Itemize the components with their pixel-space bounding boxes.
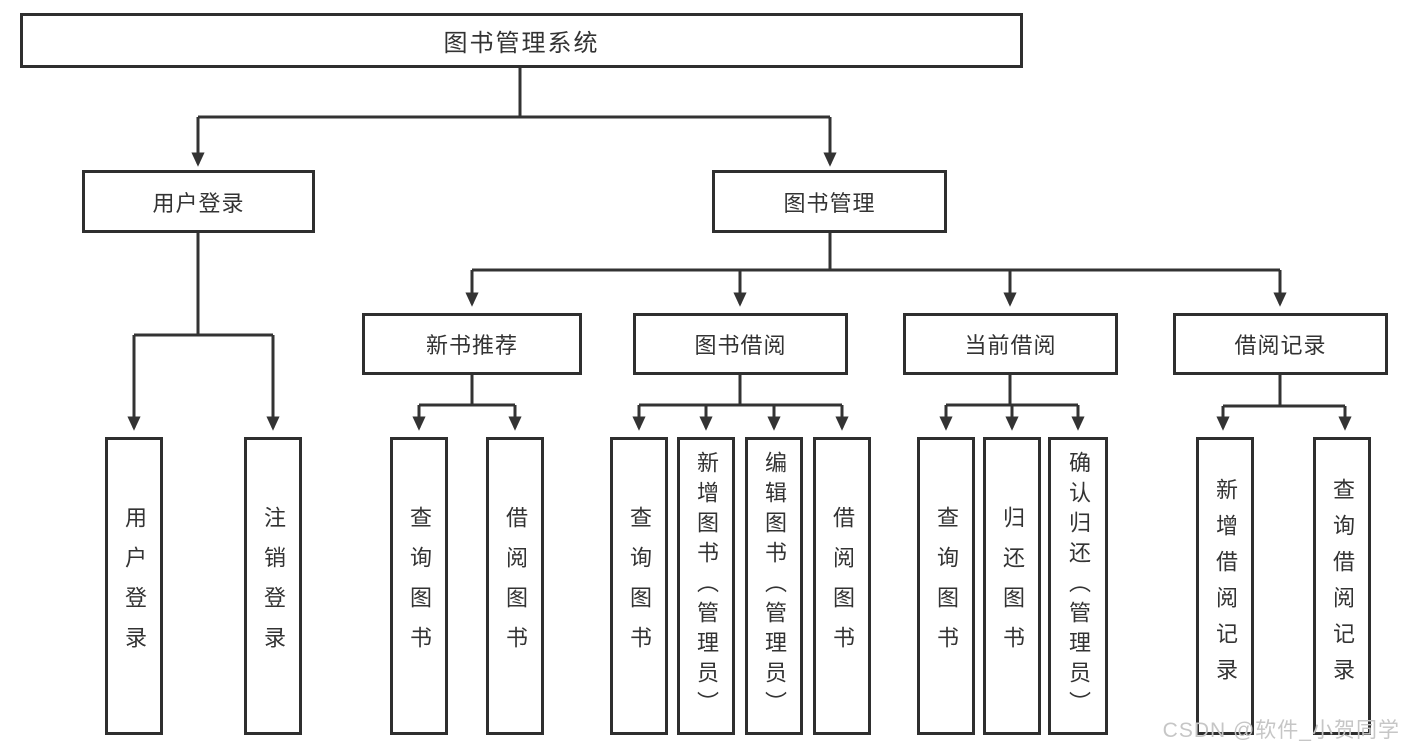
node-borrowing-records: 借阅记录	[1173, 313, 1388, 375]
leaf-query-books-current-label: 查询图书	[934, 506, 959, 666]
leaf-add-borrow-record-label: 新增借阅记录	[1213, 478, 1238, 694]
watermark: CSDN @软件_小贺同学	[1162, 719, 1400, 742]
leaf-query-books-recommend-label: 查询图书	[407, 506, 432, 666]
node-root: 图书管理系统	[20, 13, 1023, 68]
leaf-add-books-admin: 新增图书（管理员）	[677, 437, 735, 735]
leaf-query-books-recommend: 查询图书	[390, 437, 448, 735]
leaf-confirm-return-admin-label: 确认归还（管理员）	[1066, 451, 1091, 721]
node-book-borrowing-label: 图书借阅	[694, 333, 787, 358]
node-user-login-label: 用户登录	[152, 190, 245, 216]
leaf-borrow-books-label: 借阅图书	[830, 506, 855, 666]
node-user-login: 用户登录	[82, 170, 315, 233]
node-current-borrowing: 当前借阅	[903, 313, 1118, 375]
node-book-management: 图书管理	[712, 170, 947, 233]
leaf-logout-label: 注销登录	[261, 506, 286, 666]
leaf-query-books-borrow-label: 查询图书	[627, 506, 652, 666]
leaf-user-login: 用户登录	[105, 437, 163, 735]
leaf-query-books-borrow: 查询图书	[610, 437, 668, 735]
leaf-return-books-label: 归还图书	[1000, 506, 1025, 666]
node-borrowing-records-label: 借阅记录	[1234, 333, 1327, 358]
leaf-edit-books-admin-label: 编辑图书（管理员）	[762, 451, 787, 721]
node-book-borrowing: 图书借阅	[633, 313, 848, 375]
leaf-user-login-label: 用户登录	[122, 506, 147, 666]
leaf-confirm-return-admin: 确认归还（管理员）	[1048, 437, 1108, 735]
leaf-borrow-books: 借阅图书	[813, 437, 871, 735]
connector-trunks	[134, 68, 1345, 408]
leaf-add-borrow-record: 新增借阅记录	[1196, 437, 1254, 735]
leaf-borrow-books-recommend: 借阅图书	[486, 437, 544, 735]
node-root-label: 图书管理系统	[443, 30, 600, 57]
leaf-query-books-current: 查询图书	[917, 437, 975, 735]
node-book-management-label: 图书管理	[783, 190, 876, 216]
leaf-add-books-admin-label: 新增图书（管理员）	[694, 451, 719, 721]
leaf-query-borrow-record-label: 查询借阅记录	[1330, 478, 1355, 694]
node-current-borrowing-label: 当前借阅	[964, 333, 1057, 358]
leaf-logout: 注销登录	[244, 437, 302, 735]
leaf-borrow-books-recommend-label: 借阅图书	[503, 506, 528, 666]
leaf-query-borrow-record: 查询借阅记录	[1313, 437, 1371, 735]
leaf-return-books: 归还图书	[983, 437, 1041, 735]
node-new-book-recommendation-label: 新书推荐	[425, 333, 518, 358]
node-new-book-recommendation: 新书推荐	[362, 313, 582, 375]
leaf-edit-books-admin: 编辑图书（管理员）	[745, 437, 803, 735]
